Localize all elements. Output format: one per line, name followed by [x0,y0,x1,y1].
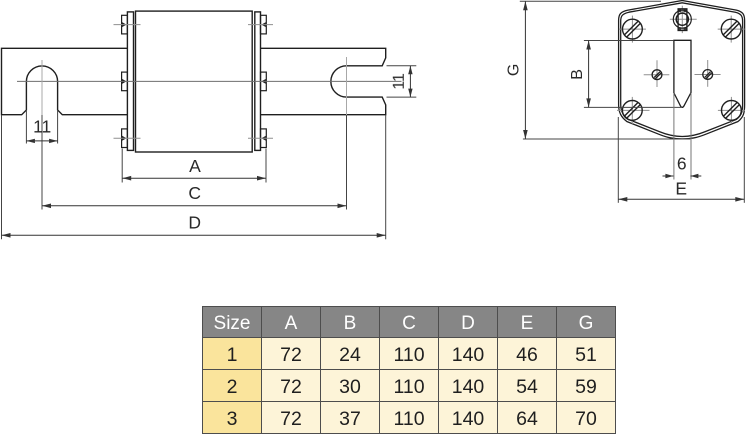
svg-text:B: B [569,69,586,80]
svg-text:A: A [189,156,201,176]
svg-text:11: 11 [33,117,51,137]
svg-text:E: E [675,179,687,199]
svg-text:11: 11 [391,73,408,90]
svg-text:6: 6 [677,153,687,173]
svg-text:D: D [188,213,201,233]
svg-text:C: C [188,183,201,203]
svg-text:G: G [506,64,523,76]
